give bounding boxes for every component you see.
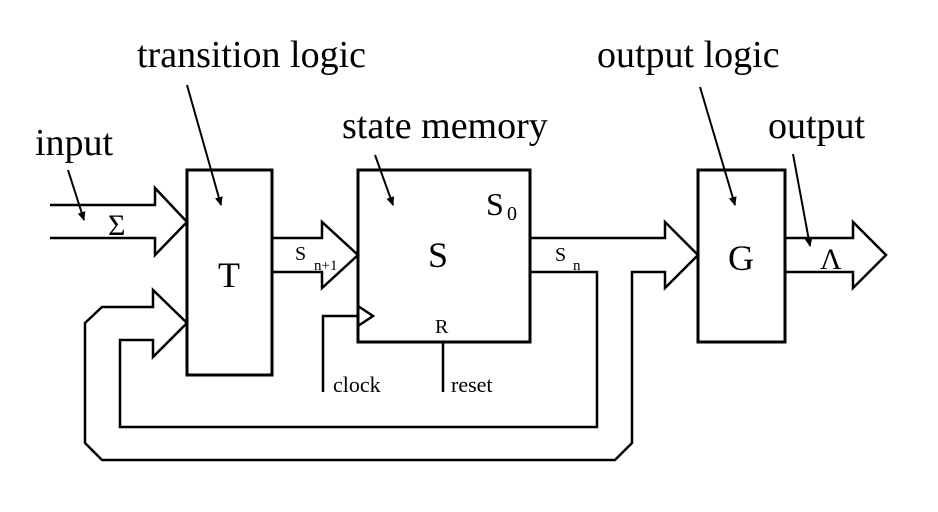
- output-logic-block: [696, 168, 787, 344]
- current-state-label: S: [555, 244, 566, 266]
- output-logic-pointer: [699, 86, 737, 206]
- output-logic-label: output logic: [597, 34, 780, 76]
- input-label: input: [35, 122, 114, 164]
- clock-triangle-icon: [357, 304, 376, 328]
- transition-logic-label: transition logic: [137, 34, 366, 76]
- output-alphabet-label: Λ: [820, 243, 842, 276]
- initial-state-subscript: 0: [507, 203, 517, 225]
- current-state-subscript: n: [573, 258, 581, 274]
- clock-line: [321, 314, 358, 392]
- initial-state-label: S: [486, 186, 504, 222]
- output-pointer: [792, 153, 813, 247]
- next-state-label: S: [295, 243, 306, 265]
- next-state-subscript: n+1: [314, 258, 337, 274]
- output-block-label: G: [728, 238, 754, 278]
- state-block-label: S: [428, 235, 448, 275]
- current-state-bus-arrow: [83, 218, 700, 462]
- state-memory-label: state memory: [342, 105, 548, 147]
- state-memory-pointer: [374, 154, 395, 206]
- reset-label: reset: [451, 372, 493, 397]
- transition-logic-pointer: [186, 84, 223, 206]
- input-alphabet-label: Σ: [108, 209, 125, 242]
- output-bus-arrow: [785, 218, 888, 292]
- clock-label: clock: [333, 372, 381, 397]
- output-label: output: [768, 105, 866, 147]
- transition-block-label: T: [218, 255, 240, 295]
- reset-pin-label: R: [435, 316, 449, 338]
- input-pointer: [67, 169, 86, 221]
- next-state-bus-arrow: [272, 219, 360, 291]
